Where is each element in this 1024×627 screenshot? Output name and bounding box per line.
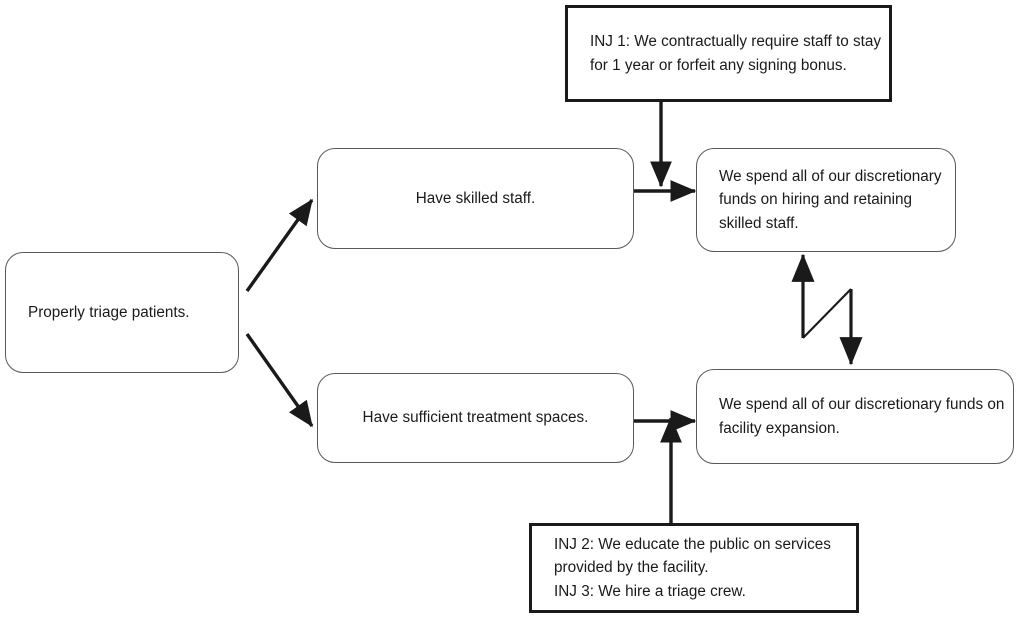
node-prerequisite-expansion-label: We spend all of our discretionary funds … (719, 396, 1005, 437)
node-requirement-spaces[interactable]: Have sufficient treatment spaces. (317, 373, 634, 463)
node-prerequisite-hiring-label: We spend all of our discretionary funds … (719, 168, 942, 232)
edge-conflict-zigzag (791, 253, 863, 366)
node-requirement-spaces-label: Have sufficient treatment spaces. (362, 409, 589, 427)
edge-objective-to-requirement-spaces (245, 333, 314, 428)
node-objective[interactable]: Properly triage patients. (5, 252, 239, 373)
node-requirement-staff[interactable]: Have skilled staff. (317, 148, 634, 249)
node-injection-1[interactable]: INJ 1: We contractually require staff to… (565, 5, 892, 102)
node-prerequisite-hiring[interactable]: We spend all of our discretionary funds … (696, 148, 956, 252)
node-injections-2-3-label: INJ 2: We educate the public on services… (554, 536, 831, 600)
node-objective-label: Properly triage patients. (28, 303, 190, 321)
node-injections-2-3[interactable]: INJ 2: We educate the public on services… (529, 523, 859, 613)
node-prerequisite-expansion[interactable]: We spend all of our discretionary funds … (696, 369, 1014, 464)
node-requirement-staff-label: Have skilled staff. (415, 189, 536, 207)
node-injection-1-label: INJ 1: We contractually require staff to… (590, 33, 882, 74)
edge-objective-to-requirement-staff (245, 198, 314, 292)
